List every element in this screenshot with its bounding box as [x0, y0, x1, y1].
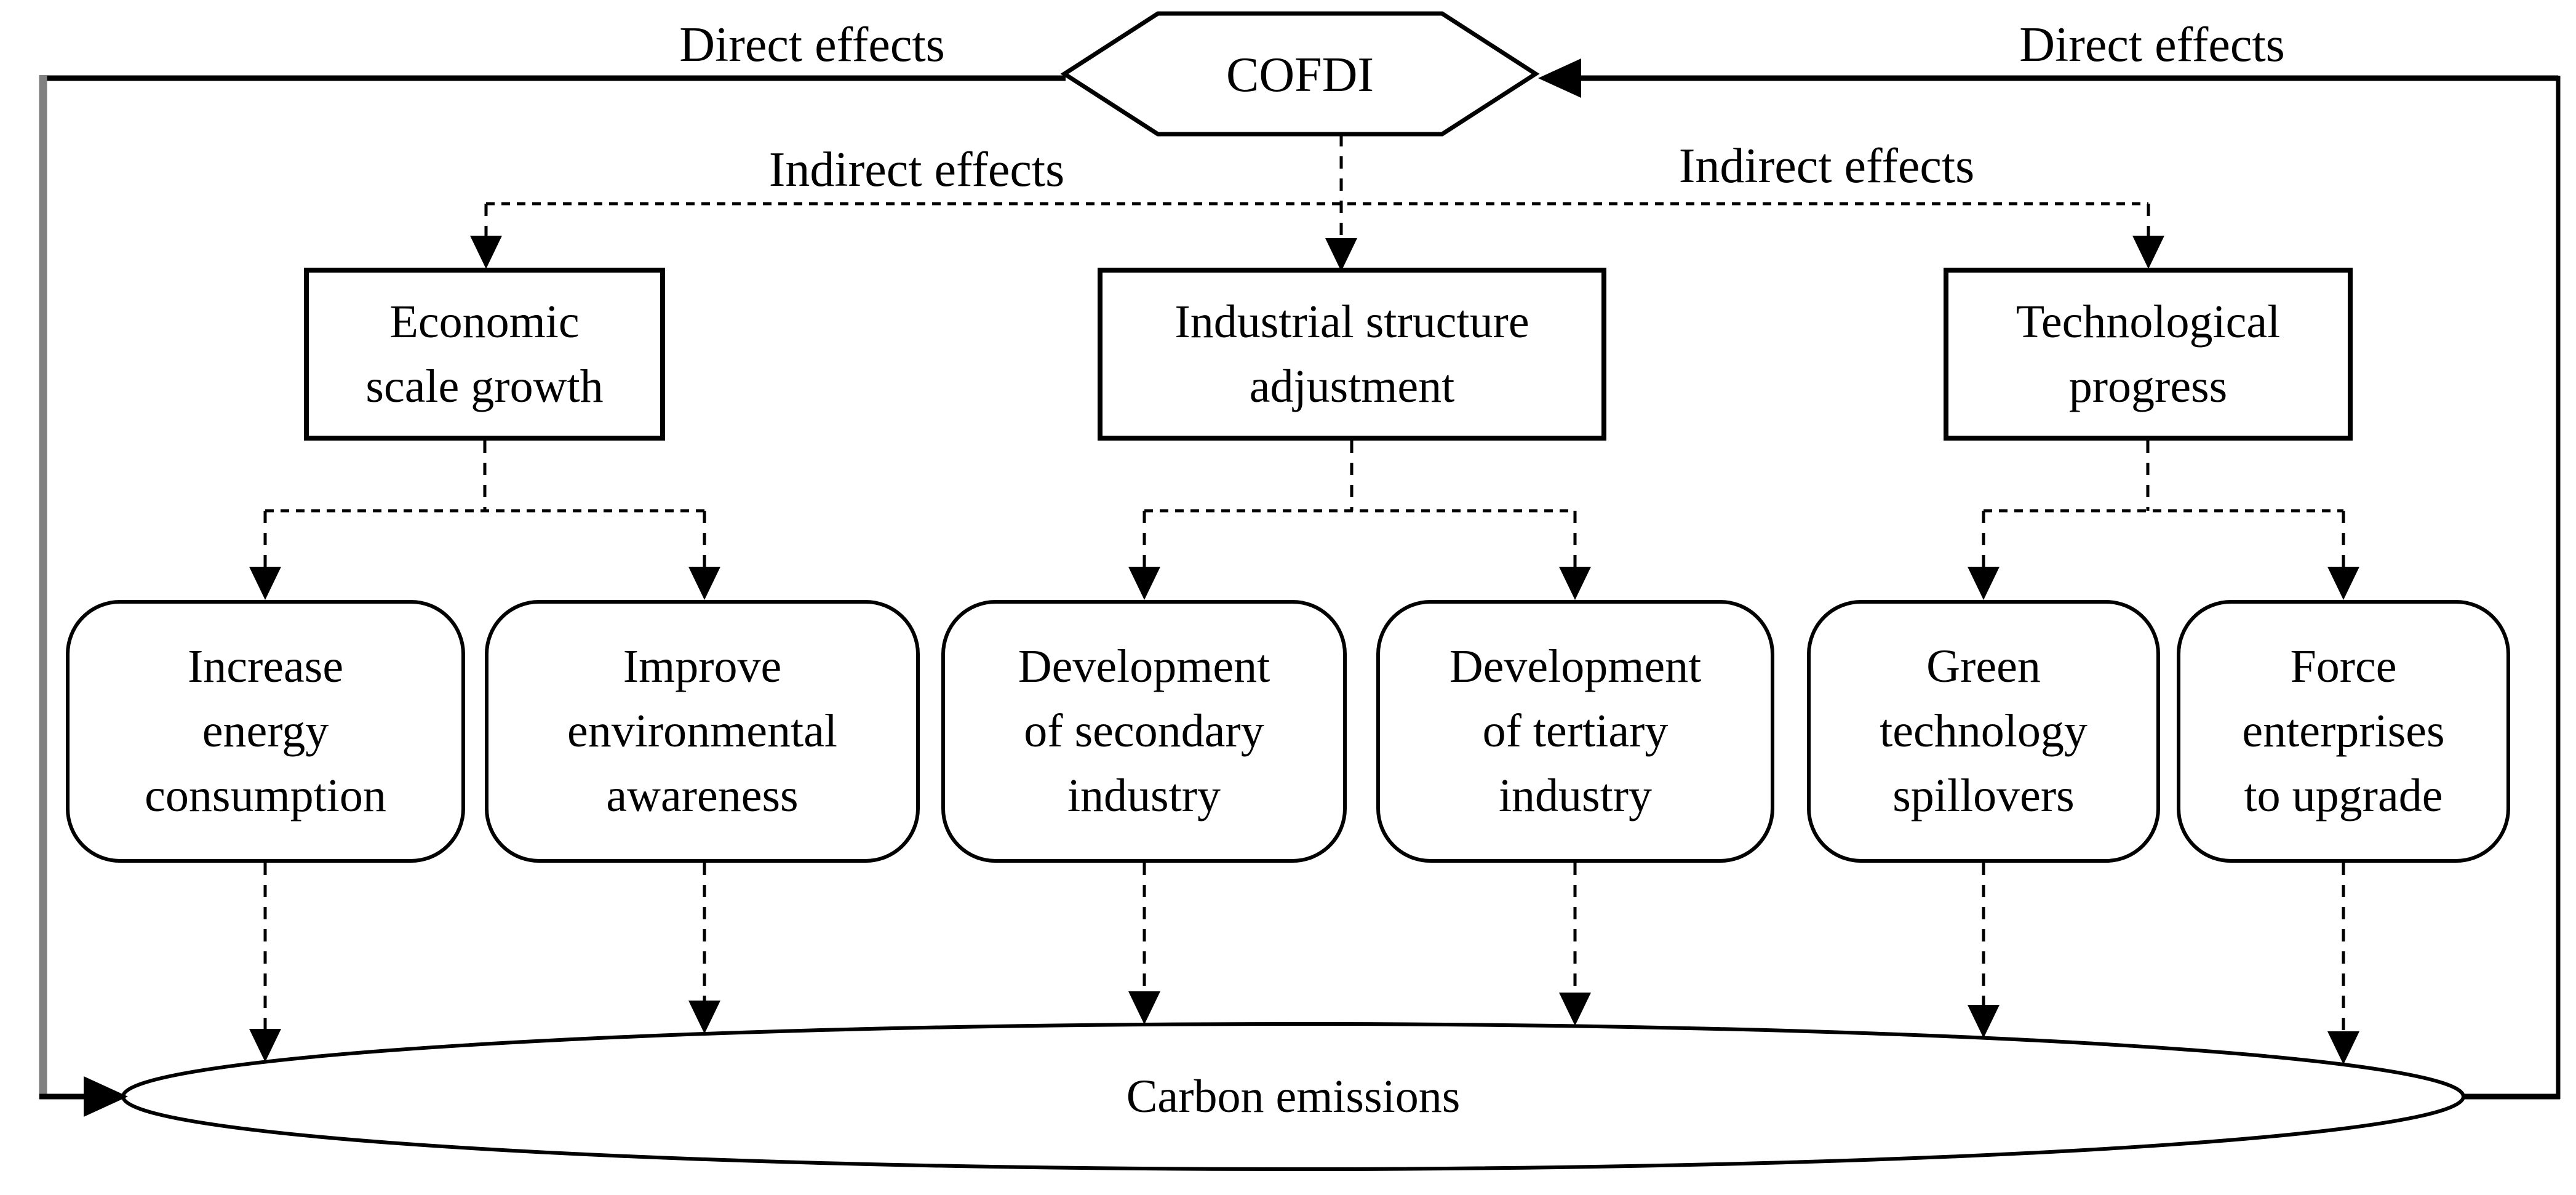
- channel-text-line: of tertiary: [1482, 705, 1669, 757]
- label-indirect-effects-left: Indirect effects: [768, 143, 1065, 197]
- mediator-text-line: Technological: [2016, 295, 2281, 348]
- cofdi-node-label: COFDI: [1226, 48, 1374, 102]
- channel-text-line: industry: [1067, 769, 1221, 821]
- channel-text-line: Improve: [623, 641, 782, 693]
- arrowhead-outcome-5: [1968, 1005, 2000, 1038]
- arrowhead-outcome-1: [249, 1029, 281, 1062]
- label-direct-effects-right: Direct effects: [2019, 18, 2285, 72]
- arrowhead-outcome-6: [2327, 1031, 2359, 1065]
- arrowhead-outcome-3: [1128, 991, 1160, 1025]
- label-indirect-effects-right: Indirect effects: [1678, 139, 1975, 193]
- mediator-box-economic-scale-growth: Economic scale growth: [304, 268, 665, 441]
- mediator-box-technological-progress: Technological progress: [1944, 268, 2353, 441]
- cofdi-hexagon: [1060, 11, 1540, 137]
- channel-text-line: Increase: [187, 641, 344, 693]
- channel-text-line: to upgrade: [2244, 769, 2443, 821]
- arrowhead-channel-6: [2327, 567, 2359, 600]
- channel-text-line: spillovers: [1892, 769, 2075, 821]
- arrowhead-mediator-2: [1325, 238, 1357, 271]
- arrowhead-channel-3: [1128, 567, 1160, 600]
- arrowhead-channel-1: [249, 567, 281, 600]
- arrowhead-into-ellipse-left: [84, 1076, 128, 1117]
- arrowhead-mediator-3: [2132, 236, 2164, 269]
- channel-box-development-of-tertiary-industry: Development of tertiary industry: [1376, 600, 1774, 863]
- arrowhead-channel-5: [1968, 567, 2000, 600]
- channel-text-line: enterprises: [2242, 705, 2445, 757]
- channel-text-line: Force: [2290, 641, 2397, 693]
- channel-text-line: energy: [202, 705, 329, 757]
- channel-text-line: of secondary: [1024, 705, 1264, 757]
- arrowhead-outcome-4: [1559, 993, 1591, 1026]
- channel-text-line: environmental: [567, 705, 837, 757]
- arrowhead-channel-4: [1559, 567, 1591, 600]
- mediator-text-line: adjustment: [1249, 360, 1455, 412]
- channel-box-increase-energy-consumption: Increase energy consumption: [66, 600, 465, 863]
- arrowhead-channel-2: [688, 567, 720, 600]
- label-direct-effects-left: Direct effects: [679, 18, 945, 72]
- arrowhead-into-cofdi-right: [1538, 58, 1581, 98]
- channel-box-green-technology-spillovers: Green technology spillovers: [1807, 600, 2160, 863]
- channel-box-development-of-secondary-industry: Development of secondary industry: [941, 600, 1347, 863]
- mediator-text-line: scale growth: [365, 360, 604, 412]
- arrowhead-outcome-2: [688, 1001, 720, 1034]
- channel-text-line: industry: [1498, 769, 1653, 821]
- channel-box-improve-environmental-awareness: Improve environmental awareness: [485, 600, 920, 863]
- channel-text-line: Development: [1018, 641, 1270, 693]
- channel-text-line: awareness: [606, 769, 799, 821]
- mediator-text-line: Economic: [389, 295, 580, 348]
- mediator-text-line: progress: [2068, 360, 2228, 412]
- carbon-emissions-label: Carbon emissions: [1126, 1071, 1461, 1122]
- channel-text-line: Development: [1449, 641, 1702, 693]
- channel-text-line: Green: [1926, 641, 2041, 693]
- mediator-text-line: Industrial structure: [1174, 295, 1529, 348]
- channel-box-force-enterprises-to-upgrade: Force enterprises to upgrade: [2177, 600, 2510, 863]
- arrowhead-mediator-1: [470, 236, 502, 269]
- channel-text-line: technology: [1880, 705, 2088, 757]
- channel-text-line: consumption: [145, 769, 386, 821]
- mediator-box-industrial-structure-adjustment: Industrial structure adjustment: [1098, 268, 1606, 441]
